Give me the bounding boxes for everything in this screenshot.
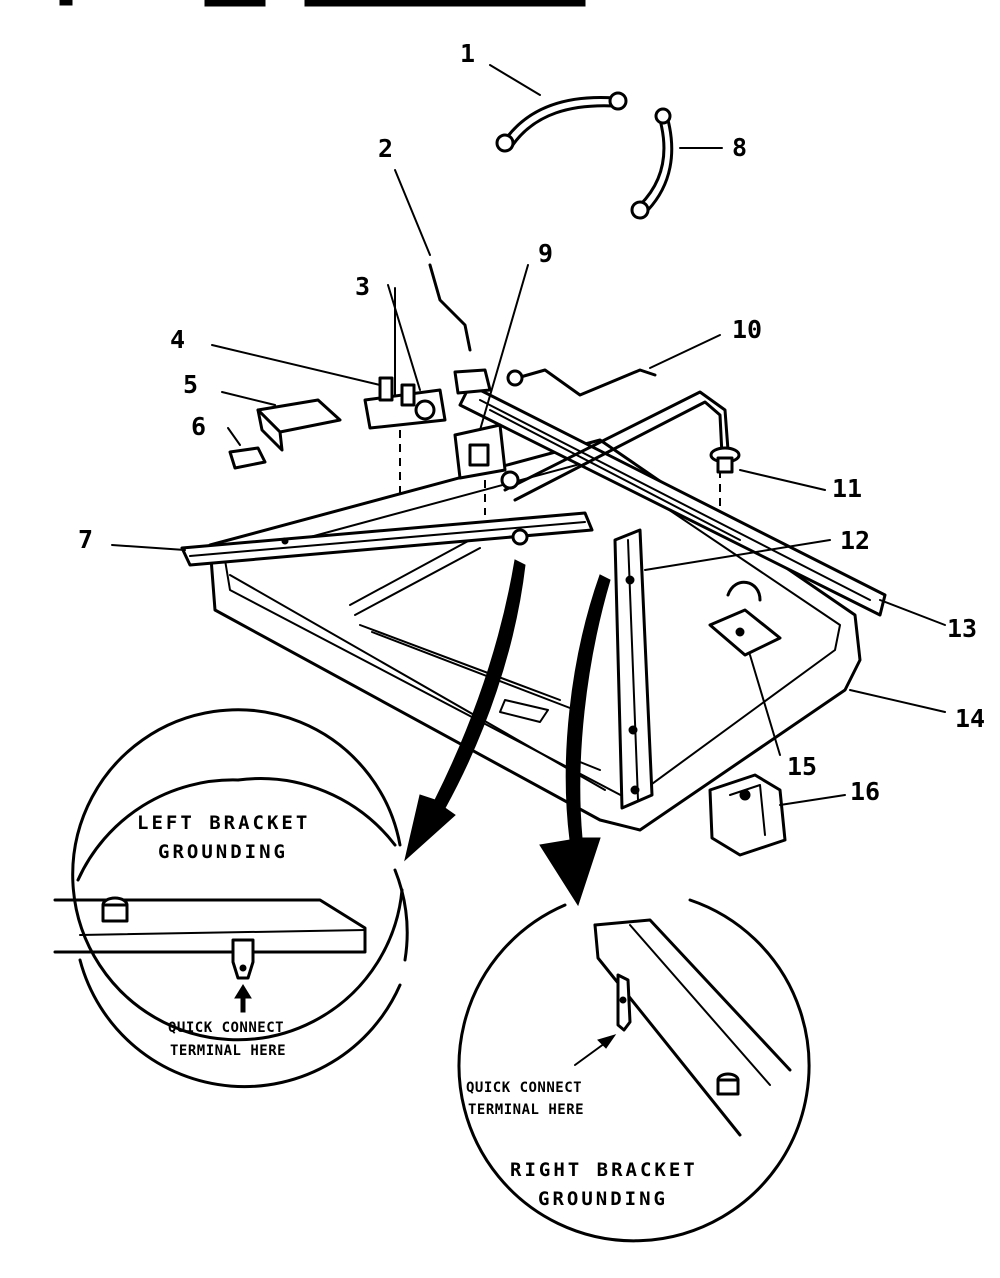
valve-manifold: [363, 368, 721, 515]
callout-4: 4: [170, 325, 185, 354]
right-bracket-grounding-detail: QUICK CONNECT TERMINAL HERE RIGHT BRACKE…: [457, 898, 811, 1243]
loose-parts-5-6: [228, 398, 342, 470]
left-bracket: [180, 511, 594, 567]
callout-7: 7: [78, 525, 93, 554]
callout-16: 16: [850, 777, 880, 806]
callout-5: 5: [183, 370, 198, 399]
right-detail-title-line2: GROUNDING: [538, 1188, 668, 1210]
callout-1: 1: [460, 39, 475, 68]
callout-3: 3: [355, 272, 370, 301]
rear-rail: [458, 383, 887, 617]
burner-plate-15: [708, 580, 782, 657]
connector-1: [495, 91, 628, 153]
leader-lines: [111, 64, 946, 806]
right-detail-note-line1: QUICK CONNECT: [466, 1080, 582, 1096]
left-bracket-grounding-detail: LEFT BRACKET GROUNDING QUICK CONNECT TER…: [53, 708, 409, 1089]
right-detail-note-line2: TERMINAL HERE: [468, 1102, 584, 1118]
connector-8: [630, 107, 674, 220]
left-detail-note-line1: QUICK CONNECT: [168, 1020, 284, 1036]
left-detail-title-line1: LEFT BRACKET: [137, 812, 310, 834]
right-detail-title-line1: RIGHT BRACKET: [510, 1159, 698, 1181]
left-detail-title-line2: GROUNDING: [158, 841, 288, 863]
left-detail-note-line2: TERMINAL HERE: [170, 1043, 286, 1059]
detail-arrows: [404, 559, 611, 907]
callout-2: 2: [378, 134, 393, 163]
orifice-11: [709, 446, 741, 474]
callout-12: 12: [840, 526, 870, 555]
callout-9: 9: [538, 239, 553, 268]
cropped-header-fragment: [59, 0, 586, 7]
callout-14: 14: [955, 704, 985, 733]
callout-15: 15: [787, 752, 817, 781]
callout-11: 11: [832, 474, 862, 503]
callout-numbers: 1 2 3 4 5 6 7 8 9 10 11 12 13 14 15 16: [78, 39, 985, 806]
callout-6: 6: [191, 412, 206, 441]
callout-8: 8: [732, 133, 747, 162]
callout-10: 10: [732, 315, 762, 344]
clamp-16: [708, 773, 787, 857]
right-bracket: [613, 528, 654, 810]
callout-13: 13: [947, 614, 977, 643]
